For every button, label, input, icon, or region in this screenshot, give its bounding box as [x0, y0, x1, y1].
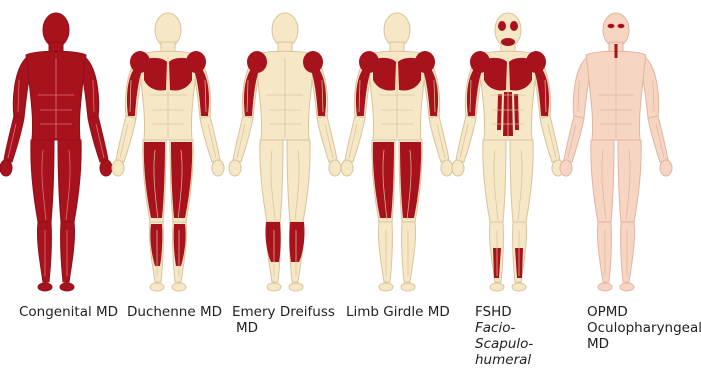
label-duchenne-md: Duchenne MD: [127, 304, 222, 320]
left-forearm-base: [564, 116, 584, 162]
right-forearm-base: [317, 116, 337, 162]
label-congenital-md: Congenital MD: [19, 304, 118, 320]
left-foot: [150, 283, 164, 291]
right-eye-muscle: [510, 21, 518, 31]
left-foot: [379, 283, 393, 291]
left-hand: [112, 160, 124, 176]
label-opmd: OPMD Oculopharyngeal MD: [587, 304, 701, 352]
right-foot: [172, 283, 186, 291]
right-forearm-base: [648, 116, 668, 162]
figure-duchenne: [112, 13, 224, 291]
right-hand: [212, 160, 224, 176]
right-lower-leg-base: [621, 222, 635, 282]
left-foot: [267, 283, 281, 291]
left-lower-leg-base: [378, 222, 392, 282]
figure-limb-girdle: [341, 13, 453, 291]
figure-opmd: [560, 13, 672, 291]
left-forearm-base: [345, 116, 365, 162]
left-forearm-base: [116, 116, 136, 162]
left-foot: [598, 283, 612, 291]
left-lower-leg-base: [597, 222, 611, 282]
right-forearm-base: [429, 116, 449, 162]
right-foot: [620, 283, 634, 291]
label-emery-dreifuss-md: Emery Dreifuss MD: [232, 304, 335, 336]
left-foot: [490, 283, 504, 291]
figure-emery-dreifuss: [229, 13, 341, 291]
right-forearm-base: [88, 116, 108, 162]
right-hand: [100, 160, 112, 176]
right-lower-leg-base: [402, 222, 416, 282]
label-emery-dreifuss-line2: MD: [232, 320, 335, 336]
left-hand: [229, 160, 241, 176]
right-foot: [289, 283, 303, 291]
label-limb-girdle-md: Limb Girdle MD: [346, 304, 450, 320]
right-lower-leg-base: [61, 222, 75, 282]
right-foot: [401, 283, 415, 291]
left-lower-leg-base: [37, 222, 51, 282]
figure-congenital: [0, 13, 112, 291]
right-forearm-base: [540, 116, 560, 162]
left-foot: [38, 283, 52, 291]
left-eye-muscle: [498, 21, 506, 31]
figure-fshd: [452, 13, 564, 291]
left-forearm-base: [456, 116, 476, 162]
label-emery-dreifuss-line1: Emery Dreifuss: [232, 304, 335, 320]
label-opmd-line2: Oculopharyngeal: [587, 320, 701, 336]
right-hand: [660, 160, 672, 176]
right-hand: [329, 160, 341, 176]
left-hand: [452, 160, 464, 176]
right-hand: [441, 160, 453, 176]
right-eyelid-muscle: [618, 24, 625, 28]
left-hand: [560, 160, 572, 176]
left-hand: [341, 160, 353, 176]
mouth-muscle: [501, 38, 515, 46]
label-fshd: FSHD Facio- Scapulo- humeral: [475, 304, 533, 368]
label-fshd-line1: FSHD: [475, 304, 533, 320]
left-forearm-base: [4, 116, 24, 162]
left-hand: [0, 160, 12, 176]
label-fshd-line2: Facio-: [475, 320, 533, 336]
right-forearm-base: [200, 116, 220, 162]
right-foot: [60, 283, 74, 291]
throat-muscle: [615, 44, 618, 58]
left-forearm-base: [233, 116, 253, 162]
label-fshd-line3: Scapulo-: [475, 336, 533, 352]
left-eyelid-muscle: [608, 24, 615, 28]
label-opmd-line1: OPMD: [587, 304, 701, 320]
label-opmd-line3: MD: [587, 336, 701, 352]
label-fshd-line4: humeral: [475, 352, 533, 368]
right-foot: [512, 283, 526, 291]
